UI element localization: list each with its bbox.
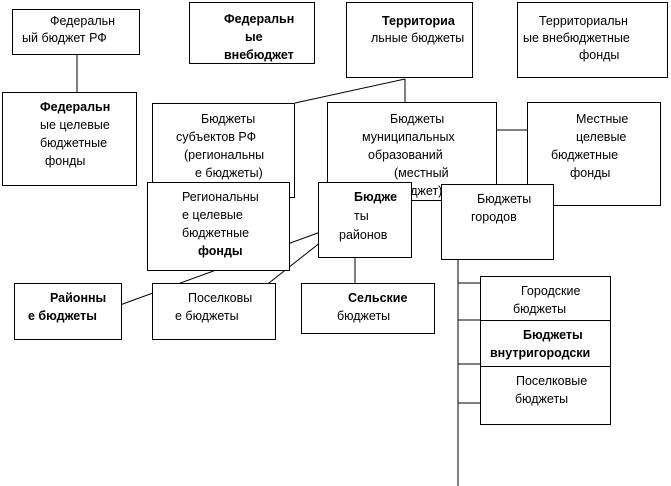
rural-budgets-box: Сельские бюджеты: [301, 283, 435, 334]
regional-target-line4: фонды: [198, 244, 243, 258]
cities-line1: Бюджеты: [477, 192, 532, 206]
rayon-line2: е бюджеты: [28, 309, 97, 323]
territorial-budgets-box: Территориа льные бюджеты: [346, 2, 473, 78]
terr-offbudget-line1: Территориальн: [539, 14, 628, 28]
municipal-line1: Бюджеты: [390, 112, 445, 126]
regional-target-funds-box: Региональны е целевые бюджетные фонды: [147, 182, 290, 271]
federal-budget-line2: ый бюджет РФ: [22, 31, 107, 45]
federal-offbudget-line1: Федеральн: [224, 12, 295, 26]
intracity-line1: Бюджеты: [523, 328, 583, 342]
territorial-line1: Территориа: [382, 14, 455, 28]
fed-target-line2: ые целевые: [40, 118, 110, 132]
rayon-line1: Районны: [50, 291, 107, 305]
settlement-budgets-box: Поселковы е бюджеты: [152, 283, 276, 340]
subjects-line2: субъектов РФ: [176, 130, 257, 144]
local-target-line2: целевые: [576, 130, 627, 144]
intracity-line2: внутригородски: [490, 346, 591, 360]
federal-offbudget-box: Федеральн ые внебюджет: [189, 2, 315, 64]
federal-offbudget-line2: ые: [245, 30, 263, 44]
city-level-line1: Городские: [521, 284, 581, 298]
districts-line1: Бюдже: [354, 190, 398, 204]
settlement2-line2: бюджеты: [515, 392, 569, 406]
federal-budget-line1: Федеральн: [50, 14, 116, 28]
territorial-line2: льные бюджеты: [371, 31, 465, 45]
federal-budget-box: Федеральн ый бюджет РФ: [12, 9, 140, 55]
settlement-line2: е бюджеты: [175, 309, 239, 323]
local-target-line4: фонды: [570, 166, 611, 180]
municipal-line2: муниципальных: [362, 130, 455, 144]
terr-offbudget-line2: ые внебюджетные: [523, 31, 630, 45]
local-target-line3: бюджетные: [551, 148, 619, 162]
district-budgets-box: Бюдже ты районов: [318, 182, 412, 258]
municipal-line3: образований: [368, 148, 443, 162]
city-level-line2: бюджеты: [513, 302, 567, 316]
fed-target-line1: Федеральн: [40, 100, 111, 114]
regional-target-line1: Региональны: [182, 190, 259, 204]
regional-target-line3: бюджетные: [182, 226, 250, 240]
federal-target-funds-box: Федеральн ые целевые бюджетные фонды: [2, 92, 137, 186]
fed-target-line3: бюджетные: [40, 136, 108, 150]
rural-line1: Сельские: [348, 291, 408, 305]
terr-offbudget-line3: фонды: [579, 48, 620, 62]
municipal-line4: (местный: [394, 166, 449, 180]
districts-line3: районов: [339, 228, 388, 242]
territorial-offbudget-box: Территориальн ые внебюджетные фонды: [517, 2, 668, 78]
settlement-line1: Поселковы: [188, 291, 253, 305]
districts-line2: ты: [354, 209, 369, 223]
city-budgets-box: Бюджеты городов: [441, 184, 554, 260]
subjects-line3: (региональны: [184, 148, 265, 162]
local-target-line1: Местные: [576, 112, 629, 126]
cities-line2: городов: [471, 210, 517, 224]
regional-target-line2: е целевые: [182, 208, 243, 222]
subjects-line4: е бюджеты): [195, 166, 263, 180]
settlement-budgets-right-box: Поселковые бюджеты: [480, 366, 611, 425]
federal-offbudget-line3: внебюджет: [224, 48, 294, 62]
subjects-line1: Бюджеты: [201, 112, 256, 126]
settlement2-line1: Поселковые: [516, 374, 588, 388]
intracity-budgets-box: Бюджеты внутригородски: [480, 320, 611, 367]
city-level-budgets-box: Городские бюджеты: [480, 276, 611, 326]
fed-target-line4: фонды: [45, 154, 86, 168]
rayon-budgets-box: Районны е бюджеты: [14, 283, 122, 340]
rural-line2: бюджеты: [337, 309, 391, 323]
